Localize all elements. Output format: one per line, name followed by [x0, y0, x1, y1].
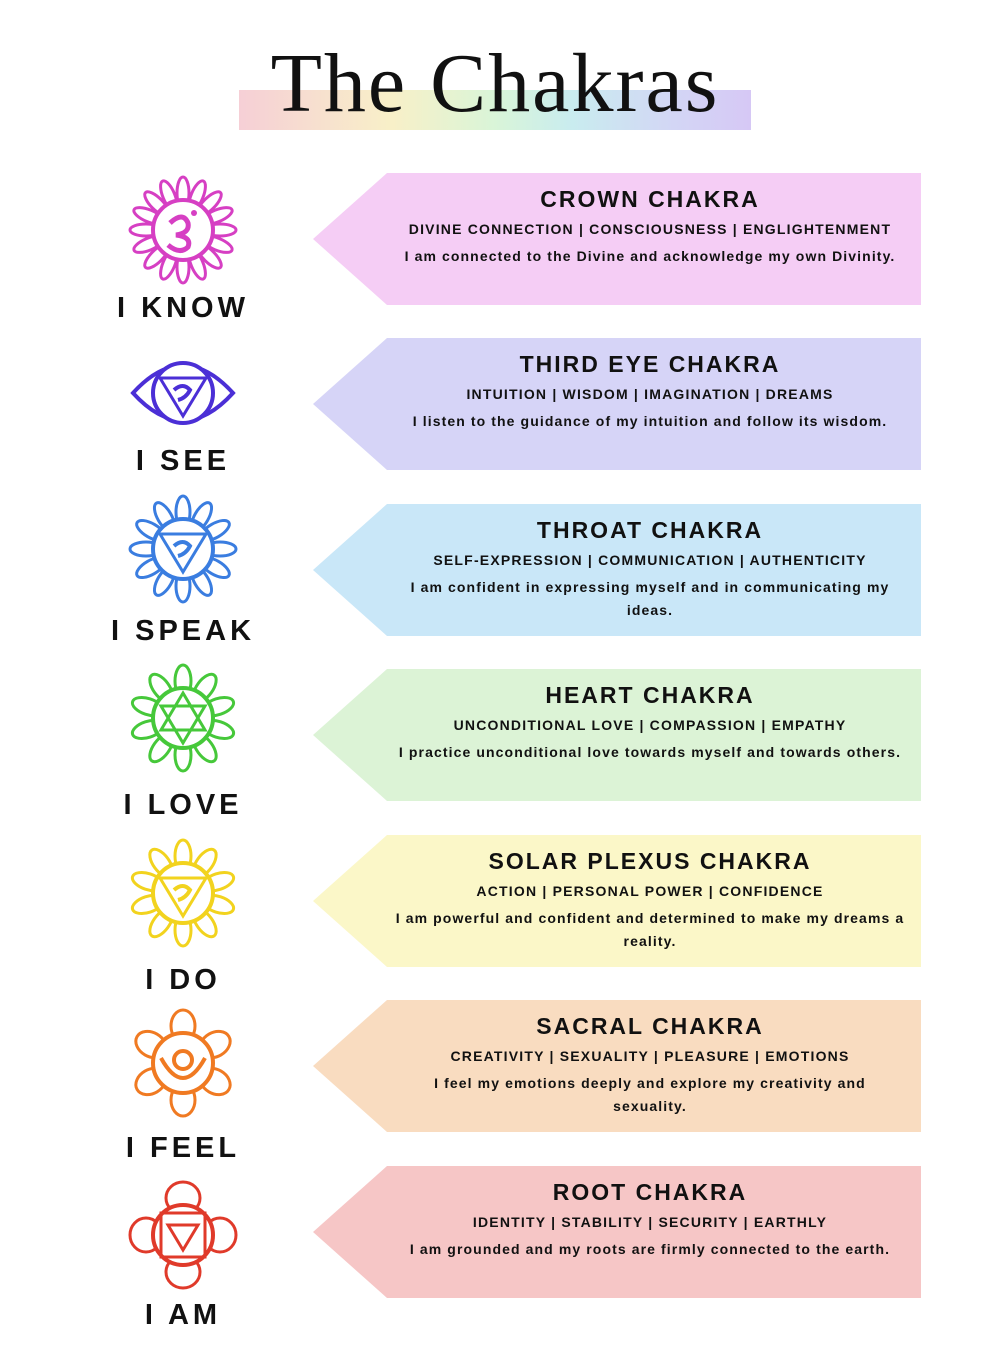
chakra-label: I SPEAK: [110, 615, 256, 647]
chakra-keywords: IDENTITY | STABILITY | SECURITY | EARTHL…: [472, 1214, 828, 1230]
title-block: The Chakras: [239, 37, 751, 132]
chakra-banner: [313, 669, 921, 801]
chakra-label: I KNOW: [117, 292, 249, 324]
chakra-affirmation: I feel my emotions deeply and explore my…: [434, 1075, 866, 1114]
chakra-row: ROOT CHAKRA IDENTITY | STABILITY | SECUR…: [0, 1166, 990, 1298]
chakra-label: I DO: [145, 964, 221, 996]
chakra-label: I SEE: [135, 445, 231, 477]
chakra-keywords: DIVINE CONNECTION | CONSCIOUSNESS | ENGL…: [408, 221, 892, 237]
throat-chakra-icon: [128, 494, 238, 604]
chakra-row: THROAT CHAKRA SELF-EXPRESSION | COMMUNIC…: [0, 504, 990, 636]
chakra-name: SOLAR PLEXUS CHAKRA: [488, 848, 812, 874]
chakra-name: HEART CHAKRA: [545, 682, 755, 708]
chakra-keywords: SELF-EXPRESSION | COMMUNICATION | AUTHEN…: [433, 552, 867, 568]
chakra-keywords: INTUITION | WISDOM | IMAGINATION | DREAM…: [466, 386, 834, 402]
solar-plexus-chakra-icon: [128, 838, 238, 948]
chakra-banner: [313, 173, 921, 305]
chakra-banner: [313, 1000, 921, 1132]
chakra-label: I FEEL: [125, 1132, 241, 1164]
chakra-label: I LOVE: [123, 789, 243, 821]
chakra-affirmation: I listen to the guidance of my intuition…: [412, 413, 888, 429]
chakra-row: SOLAR PLEXUS CHAKRA ACTION | PERSONAL PO…: [0, 835, 990, 967]
chakra-name: CROWN CHAKRA: [540, 186, 760, 212]
third-eye-chakra-icon: [128, 338, 238, 448]
chakra-label: I AM: [144, 1299, 222, 1331]
chakra-row: SACRAL CHAKRA CREATIVITY | SEXUALITY | P…: [0, 1000, 990, 1132]
chakra-keywords: CREATIVITY | SEXUALITY | PLEASURE | EMOT…: [450, 1048, 850, 1064]
page-title: The Chakras: [270, 37, 720, 130]
chakra-banner: [313, 835, 921, 967]
root-chakra-icon: [128, 1180, 238, 1290]
chakra-name: ROOT CHAKRA: [552, 1179, 748, 1205]
chakra-row: CROWN CHAKRA DIVINE CONNECTION | CONSCIO…: [0, 173, 990, 305]
heart-chakra-icon: [128, 663, 238, 773]
chakra-affirmation: I am confident in expressing myself and …: [410, 579, 890, 618]
chakra-keywords: ACTION | PERSONAL POWER | CONFIDENCE: [476, 883, 824, 899]
chakra-affirmation: I am powerful and confident and determin…: [395, 910, 905, 949]
chakra-row: HEART CHAKRA UNCONDITIONAL LOVE | COMPAS…: [0, 669, 990, 801]
chakra-banner: [313, 504, 921, 636]
chakra-keywords: UNCONDITIONAL LOVE | COMPASSION | EMPATH…: [453, 717, 847, 733]
chakra-banner: [313, 1166, 921, 1298]
chakra-affirmation: I practice unconditional love towards my…: [398, 744, 902, 760]
sacral-chakra-icon: [128, 1008, 238, 1118]
chakra-name: THROAT CHAKRA: [536, 517, 764, 543]
chakra-banner: [313, 338, 921, 470]
chakra-name: SACRAL CHAKRA: [536, 1013, 764, 1039]
chakra-row: THIRD EYE CHAKRA INTUITION | WISDOM | IM…: [0, 338, 990, 470]
chakra-affirmation: I am grounded and my roots are firmly co…: [409, 1241, 891, 1257]
rainbow-highlight: [239, 90, 751, 130]
chakra-affirmation: I am connected to the Divine and acknowl…: [404, 248, 896, 264]
crown-chakra-icon: [128, 175, 238, 285]
chakra-name: THIRD EYE CHAKRA: [519, 351, 781, 377]
